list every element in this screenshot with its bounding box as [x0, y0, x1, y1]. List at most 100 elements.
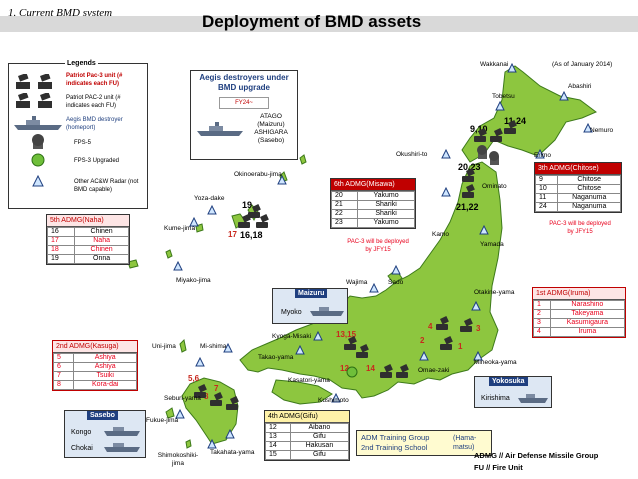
patriot-launcher-icon [210, 392, 223, 406]
admg-chitose-title: 3th ADMG(Chitose) [535, 163, 621, 175]
place-takahata: Takahata-yama [210, 449, 255, 456]
pin-7: 7 [214, 384, 219, 393]
port-sasebo-title: Sasebo [87, 411, 118, 420]
patriot-launcher-icon [474, 128, 487, 142]
radar-fps5-icon [489, 151, 499, 165]
patriot-launcher-icon [462, 184, 475, 198]
port-yokosuka-ship: Kirishima [481, 395, 510, 402]
patriot-launcher-icon [462, 168, 475, 182]
place-seburi: Seburi-yama [164, 395, 201, 402]
patriot-launcher-icon [226, 396, 239, 410]
place-shimokoshiki: Shimokoshiki-jima [157, 452, 199, 467]
aegis-ship-names: ATAGO (Maizuru) ASHIGARA (Sasebo) [254, 113, 288, 144]
place-kumejima: Kume-jima [164, 225, 196, 232]
patriot-launcher-icon [238, 214, 251, 228]
radar-triangle-icon [495, 100, 505, 111]
place-otakine: Otakine-yama [474, 289, 515, 296]
pin-9-10: 9,10 [470, 124, 488, 134]
page-title: Deployment of BMD assets [202, 12, 422, 31]
place-takao: Takao-yama [258, 354, 294, 361]
pin-5-6: 5,6 [188, 374, 200, 383]
radar-triangle-icon [559, 90, 569, 101]
radar-triangle-icon [331, 392, 341, 403]
patriot-launcher-icon [14, 72, 62, 95]
patriot-launcher-icon [440, 336, 453, 350]
radar-triangle-icon [32, 174, 44, 192]
radar-triangle-icon [313, 330, 323, 341]
admg-iruma-title: 1st ADMG(Iruma) [533, 288, 625, 300]
port-yokosuka-title: Yokosuka [489, 377, 528, 386]
radar-triangle-icon [441, 148, 451, 159]
section-label: 1. Current BMD system [8, 7, 113, 19]
pin-17: 17 [228, 230, 237, 239]
pin-3: 3 [476, 324, 481, 333]
pin-11-24: 11,24 [504, 116, 527, 126]
radar-triangle-icon [471, 300, 481, 311]
destroyer-ship-icon [517, 390, 549, 409]
place-mineoka: Mineoka-yama [474, 359, 517, 366]
port-maizuru-box: Maizuru Myoko [272, 288, 348, 324]
place-tobetsu: Tobetsu [492, 93, 515, 100]
place-kushimoto: Kushimoto [318, 397, 349, 404]
place-nemuro: Nemuro [590, 127, 614, 134]
pin-12: 12 [340, 364, 349, 373]
radar-triangle-icon [473, 350, 483, 361]
port-sasebo-ship2: Chokai [71, 445, 93, 452]
radar-triangle-icon [277, 174, 287, 185]
radar-triangle-icon [391, 264, 401, 275]
footer-admg: ADMG // Air Defense Missile Group [474, 451, 599, 460]
destroyer-ship-icon [103, 423, 141, 442]
radar-triangle-icon [295, 344, 305, 355]
radar-triangle-icon [419, 350, 429, 361]
radar-triangle-icon [535, 148, 545, 159]
radar-fps5-icon [477, 145, 487, 159]
port-sasebo-ship1: Kongo [71, 429, 92, 436]
yaeyama-islands [127, 259, 139, 269]
chitose-note: PAC-3 will be deployed by JFY15 [549, 221, 611, 235]
patriot-launcher-icon [460, 318, 473, 332]
pin-20-23: 20,23 [458, 162, 481, 172]
place-kasatori: Kasatori-yama [288, 377, 330, 384]
tsushima-island [179, 338, 187, 353]
legend-item-fps3: FPS-3 Upgraded [74, 158, 120, 164]
place-miyako: Miyako-jima [176, 277, 211, 284]
ryukyu-islet-2 [299, 154, 307, 165]
aegis-upgrade-title: Aegis destroyers under BMD upgrade [199, 73, 289, 92]
place-ominato: Ominato [482, 183, 507, 190]
koshiki-island [185, 439, 192, 449]
patriot-launcher-icon [356, 344, 369, 358]
place-yamada: Yamada [480, 241, 504, 248]
pin-4: 4 [428, 322, 433, 331]
pin-19: 19 [242, 200, 253, 210]
legend-box: Legends [8, 60, 148, 209]
place-fukue: Fukue-jima [146, 417, 179, 424]
admg-misawa-title: 6th ADMG(Misawa) [331, 179, 415, 191]
admg-gifu-title: 4th ADMG(Gifu) [265, 411, 349, 423]
port-maizuru-ship: Myoko [281, 309, 302, 316]
port-yokosuka-box: Yokosuka Kirishima [474, 376, 552, 408]
place-kamo: Kamo [432, 231, 449, 238]
patriot-launcher-icon [396, 364, 409, 378]
patriot-launcher-icon [194, 384, 207, 398]
misawa-note: PAC-3 will be deployed by JFY15 [347, 239, 409, 253]
miyako-island [165, 249, 173, 259]
